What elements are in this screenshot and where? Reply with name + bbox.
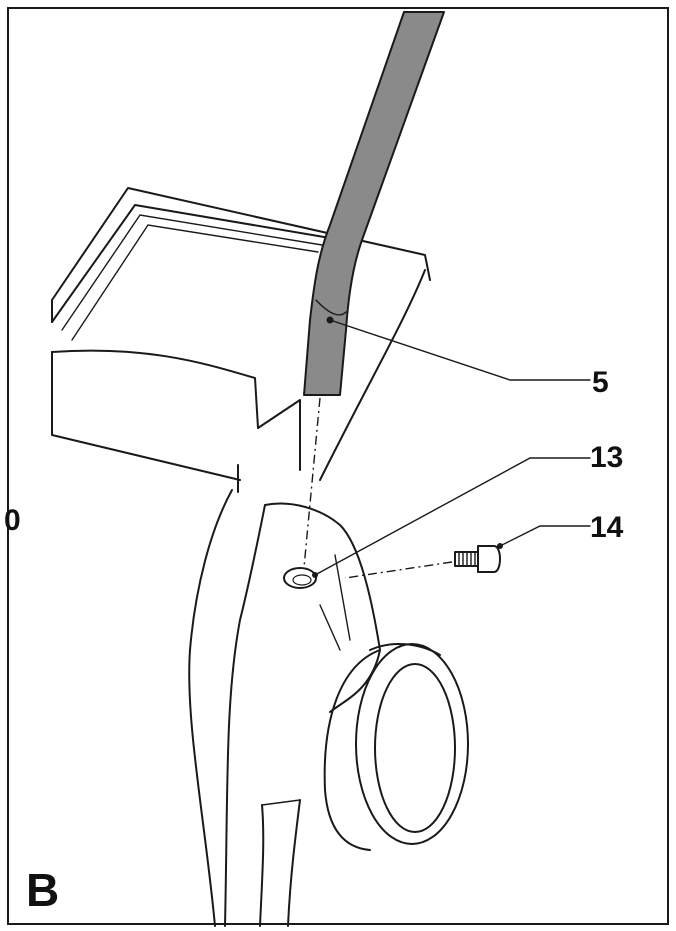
mounting-hole (283, 567, 317, 589)
rear-wheel (323, 643, 469, 851)
alignment-line-vertical (302, 397, 321, 579)
callout-label-13: 13 (590, 441, 623, 474)
callout-label-5: 5 (592, 366, 609, 399)
leader-lines (312, 316, 591, 578)
handle-tube (303, 11, 445, 396)
callout-label-14: 14 (590, 511, 624, 544)
side-bracket (188, 489, 381, 927)
figure-letter: B (26, 864, 59, 916)
catcher-body (51, 187, 431, 493)
frame-border (7, 7, 669, 925)
screw (454, 545, 501, 573)
mounting-hole-inner (292, 574, 312, 586)
alignment-line-horizontal (344, 561, 453, 579)
edge-number: 0 (4, 504, 21, 537)
